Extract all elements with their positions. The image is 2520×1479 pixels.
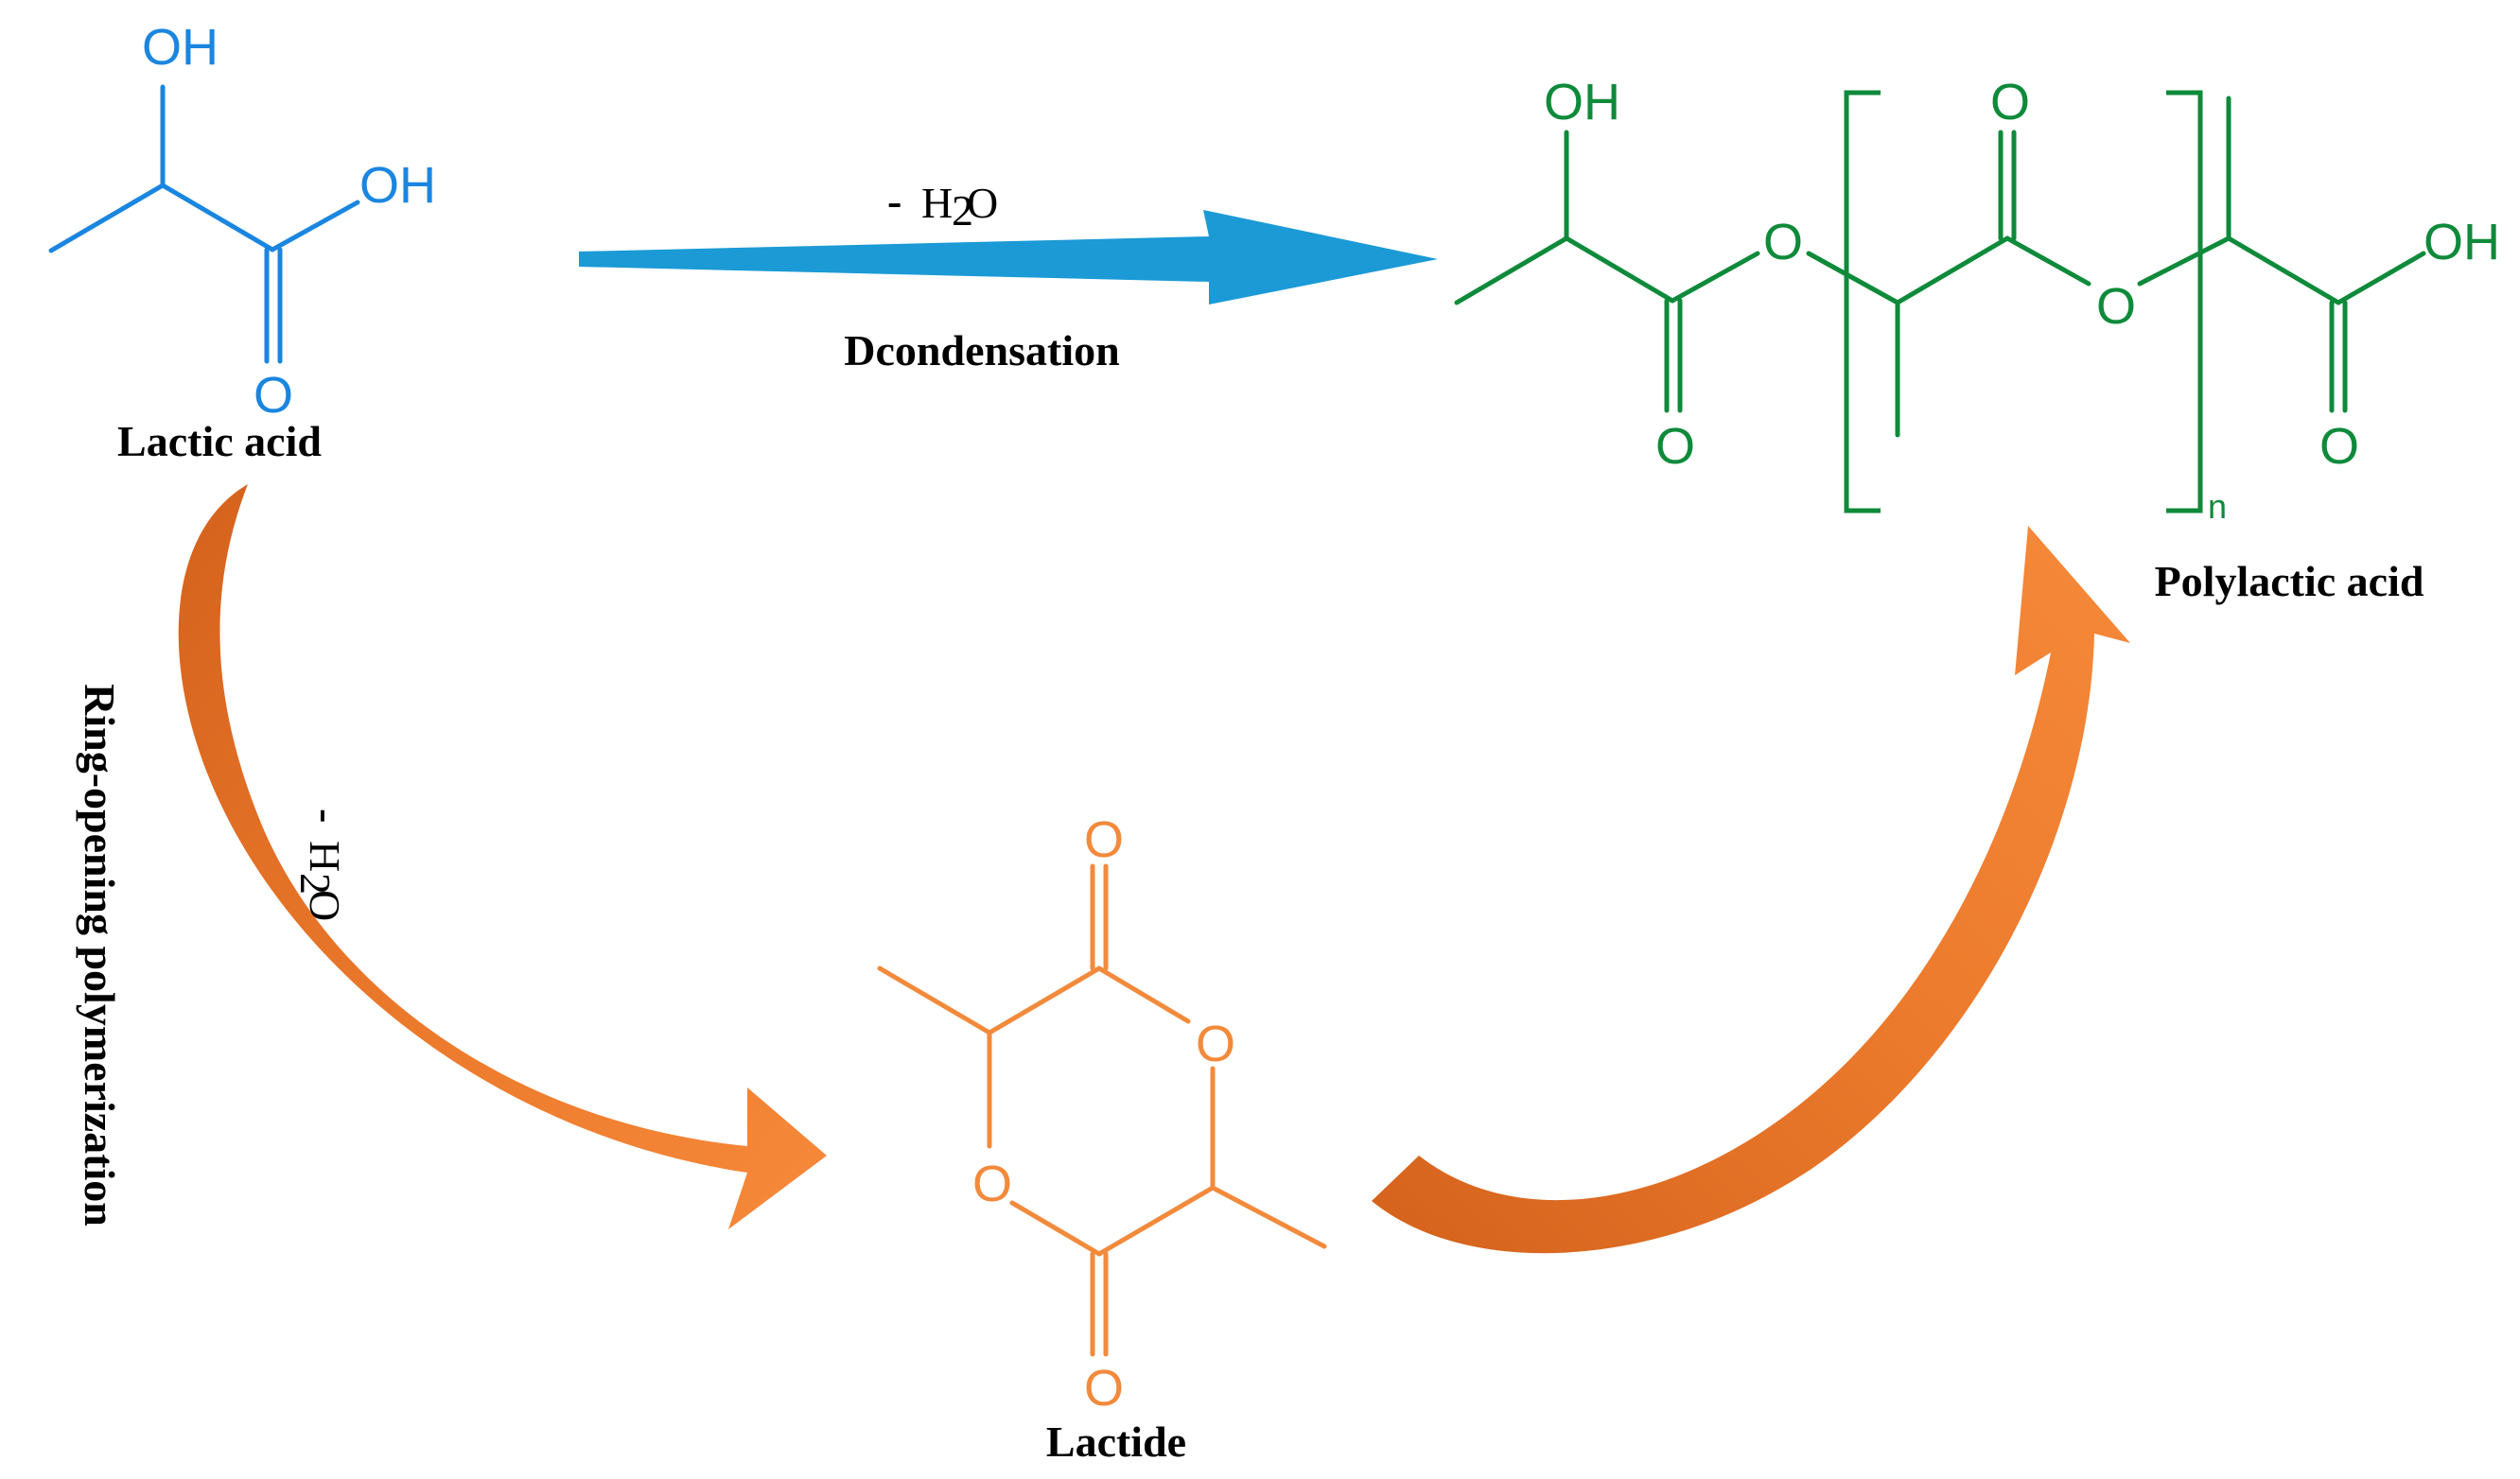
lactide-o-top: O bbox=[1084, 811, 1124, 868]
lactide-structure: O O O O Lactide bbox=[877, 811, 1327, 1466]
lactic-acid-o-carbonyl: O bbox=[254, 367, 293, 424]
lactide-to-pla-arrow bbox=[1372, 526, 2130, 1254]
polylactic-acid-o-ester-2: O bbox=[2096, 278, 2136, 335]
ring-opening-arrow-shape bbox=[178, 484, 827, 1229]
condensation-h: H bbox=[921, 179, 953, 227]
ring-opening-byproduct: - H 2 O bbox=[291, 809, 351, 921]
condensation-minus: - bbox=[887, 177, 901, 225]
polylactic-acid-o-carbonyl-left: O bbox=[1655, 418, 1695, 475]
lactide-o-ring-right: O bbox=[1196, 1016, 1235, 1072]
ring-opening-minus: - bbox=[303, 809, 351, 823]
polylactic-acid-label: Polylactic acid bbox=[2155, 557, 2424, 605]
lactide-label: Lactide bbox=[1046, 1418, 1186, 1466]
condensation-byproduct: - H 2 O bbox=[887, 177, 998, 235]
polylactic-acid-oh-left: OH bbox=[1544, 74, 1620, 130]
lactic-acid-oh-top: OH bbox=[142, 19, 219, 76]
polylactic-acid-brackets bbox=[1844, 90, 2203, 513]
condensation-sub: 2 bbox=[952, 186, 973, 235]
lactic-acid-structure: OH OH O Lactic acid bbox=[48, 19, 436, 465]
polylactic-acid-bonds bbox=[1454, 96, 2426, 438]
lactide-o-bottom: O bbox=[1084, 1360, 1124, 1417]
condensation-arrow bbox=[579, 210, 1438, 304]
polylactic-acid-o-ester-1: O bbox=[1763, 214, 1803, 270]
lactide-o-ring-left: O bbox=[972, 1156, 1012, 1212]
ring-opening-arrow bbox=[178, 484, 827, 1229]
lactic-acid-oh-right: OH bbox=[359, 157, 436, 214]
ring-opening-o: O bbox=[301, 890, 349, 921]
lactide-bonds bbox=[877, 863, 1327, 1357]
lactic-acid-label: Lactic acid bbox=[117, 417, 322, 465]
condensation-label: Dcondensation bbox=[844, 326, 1119, 374]
ring-opening-h: H bbox=[301, 841, 349, 872]
polylactic-acid-o-carbonyl-mid: O bbox=[1990, 74, 2030, 130]
polylactic-acid-subscript-n: n bbox=[2208, 487, 2227, 526]
condensation-arrow-shape bbox=[579, 210, 1438, 304]
lactic-acid-bonds bbox=[48, 84, 360, 364]
polylactic-acid-structure: OH O O O O OH O n Polylactic acid bbox=[1454, 74, 2500, 605]
ring-opening-sub: 2 bbox=[291, 873, 340, 895]
ring-opening-label: Ring-opening polymerization bbox=[76, 684, 124, 1227]
condensation-o: O bbox=[967, 179, 998, 227]
lactide-to-pla-arrow-shape bbox=[1372, 526, 2130, 1254]
polylactic-acid-oh-right: OH bbox=[2424, 214, 2500, 270]
polylactic-acid-o-carbonyl-right: O bbox=[2319, 418, 2359, 475]
